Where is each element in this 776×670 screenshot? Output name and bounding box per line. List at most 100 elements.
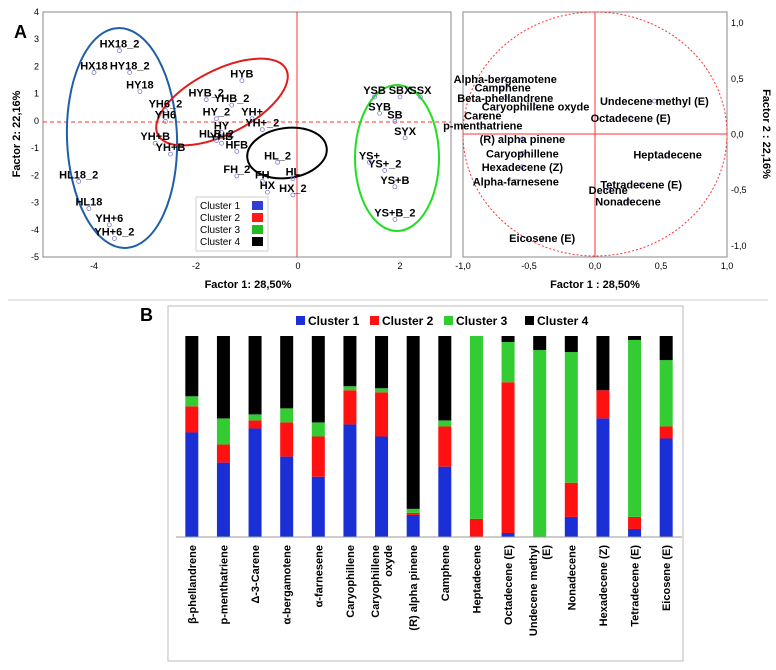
sample-point	[213, 138, 219, 143]
bar-segment	[311, 336, 325, 423]
sample-point	[392, 217, 398, 222]
variable-point	[520, 136, 525, 142]
sample-label: YH6_2	[149, 99, 183, 111]
sample-point	[372, 94, 377, 100]
variable-point	[638, 182, 644, 188]
bar-segment	[596, 418, 610, 537]
variable-label: Undecene methyl (E)	[600, 96, 709, 108]
score-plot-frame	[42, 11, 452, 258]
variable-point	[502, 95, 508, 101]
bar-segment	[564, 516, 578, 537]
sample-point	[76, 178, 82, 184]
cluster-3-ellipse	[354, 84, 440, 232]
variable-label: Heptadecene	[633, 150, 701, 162]
bar-segment	[216, 418, 230, 445]
bar-segment	[280, 456, 294, 537]
category-label: Eicosene (E)	[661, 545, 673, 611]
sample-point	[259, 178, 265, 184]
score-y-tick-label: 1	[34, 89, 39, 99]
legend-label: Cluster 4	[200, 237, 240, 248]
category-label: (R) alpha pinene	[408, 545, 420, 631]
loadings-y-tick-label: -1,0	[731, 241, 747, 251]
bar-segment	[375, 388, 389, 393]
sample-label: FH	[255, 169, 270, 181]
sample-label: HL_2	[264, 150, 291, 162]
category-label: α-bergamotene	[282, 545, 294, 625]
sample-point	[259, 127, 265, 133]
bar-segment	[501, 532, 515, 537]
sample-label: FH_2	[223, 164, 250, 176]
variable-label: Camphene	[474, 83, 530, 95]
variable-label: Tetradecene (E)	[600, 180, 682, 192]
legend-label: Cluster 2	[200, 213, 240, 224]
score-y-tick-label: -4	[31, 225, 39, 235]
variable-point	[480, 113, 486, 118]
bar-segment	[438, 426, 452, 467]
bar-segment	[248, 420, 262, 429]
sample-point	[117, 48, 122, 54]
variable-label: Caryophillene oxyde	[482, 102, 590, 114]
correlation-circle	[462, 11, 728, 257]
loadings-plot-y-label: Factor 2 : 22,16%	[760, 89, 772, 179]
sample-label: SYB	[368, 101, 391, 113]
variable-point	[500, 85, 506, 91]
category-label: Tetradecene (E)	[630, 545, 642, 627]
variable-label: Eicosene (E)	[509, 233, 575, 245]
score-y-tick-label: 3	[34, 34, 39, 44]
category-label: p-menthatriene	[218, 545, 230, 624]
bar-legend-label: Cluster 4	[537, 314, 589, 328]
sample-point	[168, 151, 173, 157]
bar-segment	[311, 436, 325, 477]
sample-label: YH+B	[140, 131, 170, 143]
loadings-y-tick-label: -0,5	[731, 185, 747, 195]
variable-label: Caryophillene	[486, 148, 559, 160]
score-y-tick-label: -1	[31, 143, 39, 153]
loadings-plot-x-label: Factor 1 : 28,50%	[550, 279, 640, 291]
panel-a-label: A	[14, 22, 27, 42]
bar-segment	[248, 336, 262, 415]
sample-point	[86, 206, 92, 211]
bar-segment	[628, 528, 642, 537]
variable-point	[625, 198, 631, 204]
sample-point	[366, 159, 372, 165]
sample-label: YS+B	[380, 175, 409, 187]
bar-chart-frame	[167, 305, 684, 662]
legend-swatch	[252, 225, 263, 234]
bar-legend-swatch	[525, 316, 534, 325]
loadings-y-tick-label: 0,0	[731, 130, 744, 140]
score-y-tick-label: 2	[34, 61, 39, 71]
bar-segment	[216, 336, 230, 419]
variable-point	[520, 151, 525, 156]
sample-label: SYX	[394, 126, 417, 138]
bar-segment	[659, 360, 673, 427]
sample-label: HY18_2	[110, 60, 150, 72]
sample-label: HL	[286, 167, 301, 179]
score-plot-y-label: Factor 2: 22,16%	[11, 90, 23, 177]
bar-segment	[185, 396, 199, 407]
bar-segment	[406, 336, 420, 509]
sample-point	[249, 116, 255, 122]
sample-label: HX_2	[279, 183, 307, 195]
bar-segment	[469, 336, 483, 519]
legend-swatch	[252, 201, 263, 210]
bar-segment	[343, 386, 357, 391]
category-label: Nonadecene	[566, 545, 578, 610]
legend-swatch	[252, 237, 263, 246]
sample-label: HY	[214, 120, 230, 132]
bar-segment	[280, 336, 294, 409]
variable-label: Octadecene (E)	[591, 113, 671, 125]
sample-point	[397, 94, 403, 100]
sample-label: SSX	[409, 85, 432, 97]
variable-point	[502, 76, 508, 82]
variable-point	[605, 187, 611, 193]
sample-point	[239, 78, 245, 84]
score-y-tick-label: 4	[34, 7, 39, 17]
bar-segment	[501, 342, 515, 383]
sample-point	[392, 119, 398, 124]
sample-label: HLB_2	[199, 129, 234, 141]
sample-label: SBX	[389, 85, 412, 97]
variable-point	[628, 115, 634, 121]
category-label: β-phellandrene	[187, 545, 199, 624]
loadings-y-tick-label: 0,5	[731, 74, 744, 84]
variable-label: Carene	[464, 111, 501, 123]
